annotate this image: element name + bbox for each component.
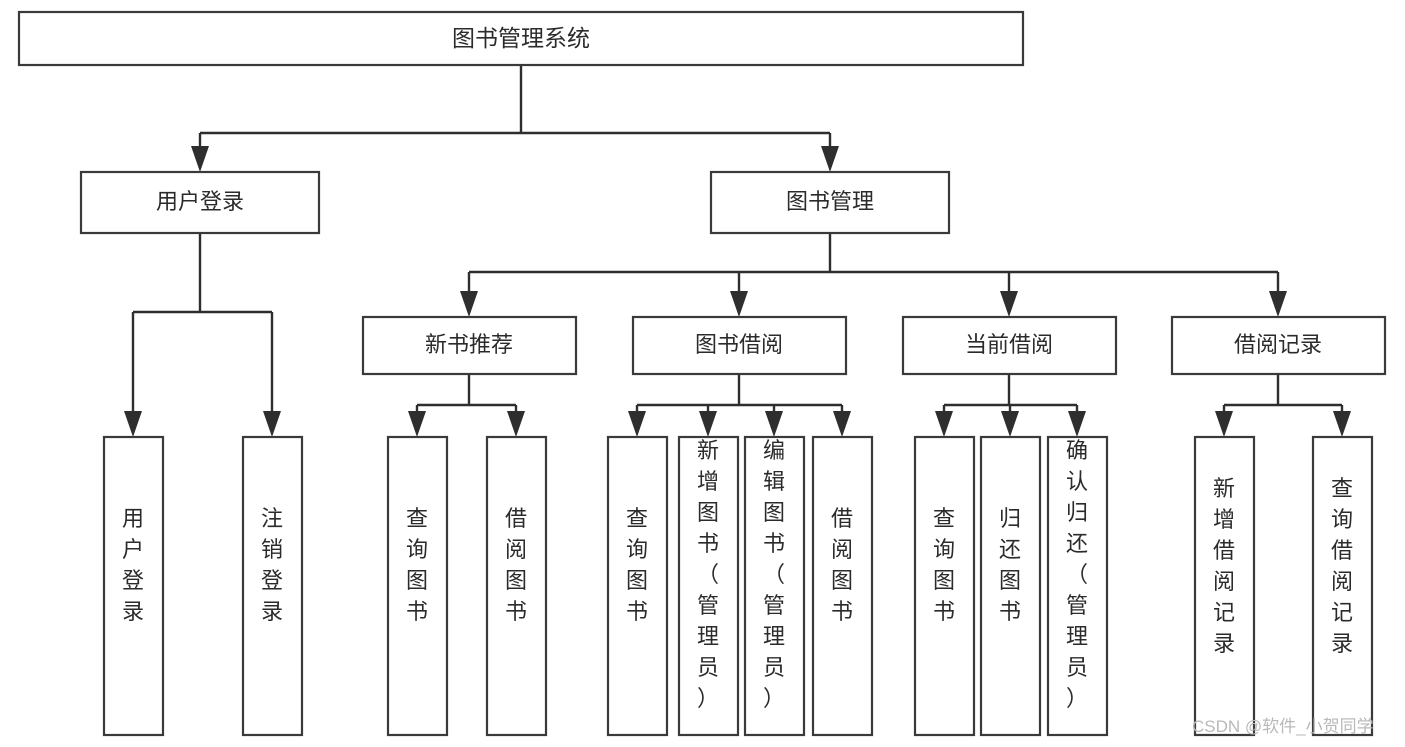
leaf-user-logout-box[interactable]: [241, 435, 304, 737]
connector-borrowrecord-bus: [1222, 374, 1344, 412]
arrow-head-leaf-add-record: [1215, 411, 1233, 437]
node-book-manage[interactable]: 图书管理: [709, 170, 951, 235]
node-leaf-user-login[interactable]: 用户登录: [102, 435, 165, 737]
leaf-borrow-book-rec-box[interactable]: [485, 435, 548, 737]
leaf-add-book-label: 新增图书（管理员）: [697, 438, 719, 711]
leaf-user-login-box[interactable]: [102, 435, 165, 737]
arrow-head-borrow-record: [1269, 291, 1287, 317]
arrow-head-leaf-query-book-rec: [408, 411, 426, 437]
node-leaf-query-record[interactable]: 查询借阅记录: [1311, 435, 1374, 737]
arrow-head-leaf-query-book-borrow: [628, 411, 646, 437]
arrow-head-book-borrow: [730, 291, 748, 317]
node-leaf-user-logout[interactable]: 注销登录: [241, 435, 304, 737]
leaf-add-record-label: 新增借阅记录: [1213, 476, 1235, 656]
arrow-head-leaf-add-book: [699, 411, 717, 437]
node-leaf-borrow-book-rec[interactable]: 借阅图书: [485, 435, 548, 737]
arrow-head-leaf-query-record: [1333, 411, 1351, 437]
node-leaf-confirm-return[interactable]: 确认归还（管理员）: [1046, 435, 1109, 737]
leaf-query-book-current-box[interactable]: [913, 435, 976, 737]
new-book-recommend-label: 新书推荐: [425, 332, 513, 357]
node-leaf-query-book-current[interactable]: 查询图书: [913, 435, 976, 737]
node-leaf-return-book[interactable]: 归还图书: [979, 435, 1042, 737]
arrow-head-user-login: [191, 146, 209, 172]
leaf-nodes-layer: 用户登录 注销登录 查询图书 借阅图书 查询图书 新增图书（管理员） 编辑图书（…: [102, 435, 1374, 737]
arrow-head-book-manage: [821, 146, 839, 172]
connector-newbook-bus: [415, 374, 518, 412]
arrow-head-leaf-return-book: [1001, 411, 1019, 437]
connector-root-to-level2-bus: [198, 65, 832, 148]
connector-userlogin-bus: [131, 233, 274, 412]
leaf-confirm-return-box[interactable]: [1046, 435, 1109, 737]
node-leaf-add-book[interactable]: 新增图书（管理员）: [677, 435, 740, 737]
root-label: 图书管理系统: [452, 25, 590, 51]
node-leaf-edit-book[interactable]: 编辑图书（管理员）: [743, 435, 806, 737]
new-book-recommend-box[interactable]: [361, 315, 578, 376]
leaf-add-record-box[interactable]: [1193, 435, 1256, 737]
connector-currentborrow-bus: [942, 374, 1079, 412]
leaf-borrow-book-label: 借阅图书: [831, 506, 853, 624]
leaf-query-record-box[interactable]: [1311, 435, 1374, 737]
arrow-head-leaf-borrow-book: [833, 411, 851, 437]
arrow-head-leaf-user-logout: [263, 411, 281, 437]
node-leaf-query-book-rec[interactable]: 查询图书: [386, 435, 449, 737]
leaf-user-login-label: 用户登录: [122, 506, 144, 624]
borrow-record-label: 借阅记录: [1234, 332, 1322, 357]
node-borrow-record[interactable]: 借阅记录: [1170, 315, 1387, 376]
arrow-head-leaf-user-login: [124, 411, 142, 437]
leaf-query-book-borrow-box[interactable]: [606, 435, 669, 737]
borrow-record-box[interactable]: [1170, 315, 1387, 376]
current-borrow-label: 当前借阅: [965, 332, 1053, 357]
book-borrow-box[interactable]: [631, 315, 848, 376]
csdn-watermark: CSDN @软件_小贺同学: [1192, 717, 1374, 736]
book-manage-label: 图书管理: [786, 189, 874, 214]
leaf-return-book-box[interactable]: [979, 435, 1042, 737]
leaf-query-book-current-label: 查询图书: [933, 506, 955, 624]
arrow-head-leaf-edit-book: [765, 411, 783, 437]
leaf-borrow-book-box[interactable]: [811, 435, 874, 737]
node-book-borrow[interactable]: 图书借阅: [631, 315, 848, 376]
leaf-borrow-book-rec-label: 借阅图书: [505, 506, 527, 624]
leaf-confirm-return-label: 确认归还（管理员）: [1066, 438, 1088, 711]
arrow-head-leaf-confirm-return: [1068, 411, 1086, 437]
user-login-box[interactable]: [79, 170, 321, 235]
node-current-borrow[interactable]: 当前借阅: [901, 315, 1118, 376]
leaf-query-book-rec-box[interactable]: [386, 435, 449, 737]
book-manage-box[interactable]: [709, 170, 951, 235]
node-user-login[interactable]: 用户登录: [79, 170, 321, 235]
book-borrow-label: 图书借阅: [695, 332, 783, 357]
arrow-head-current-borrow: [1000, 291, 1018, 317]
leaf-return-book-label: 归还图书: [999, 506, 1021, 624]
current-borrow-box[interactable]: [901, 315, 1118, 376]
node-leaf-add-record[interactable]: 新增借阅记录: [1193, 435, 1256, 737]
user-login-label: 用户登录: [156, 189, 244, 214]
node-root[interactable]: 图书管理系统: [17, 10, 1025, 67]
node-leaf-borrow-book[interactable]: 借阅图书: [811, 435, 874, 737]
leaf-edit-book-label: 编辑图书（管理员）: [763, 438, 785, 711]
leaf-add-book-box[interactable]: [677, 435, 740, 737]
leaf-edit-book-box[interactable]: [743, 435, 806, 737]
leaf-query-book-borrow-label: 查询图书: [626, 506, 648, 624]
node-leaf-query-book-borrow[interactable]: 查询图书: [606, 435, 669, 737]
root-box[interactable]: [17, 10, 1025, 67]
arrow-head-leaf-query-book-current: [935, 411, 953, 437]
connectors-layer: [124, 65, 1351, 437]
node-new-book-recommend[interactable]: 新书推荐: [361, 315, 578, 376]
arrow-head-new-book-recommend: [460, 291, 478, 317]
leaf-query-book-rec-label: 查询图书: [406, 506, 428, 624]
connector-bookmanage-bus: [467, 233, 1280, 292]
connector-bookborrow-bus: [635, 374, 844, 412]
leaf-user-logout-label: 注销登录: [261, 506, 283, 624]
arrow-head-leaf-borrow-book-rec: [507, 411, 525, 437]
leaf-query-record-label: 查询借阅记录: [1331, 476, 1353, 656]
